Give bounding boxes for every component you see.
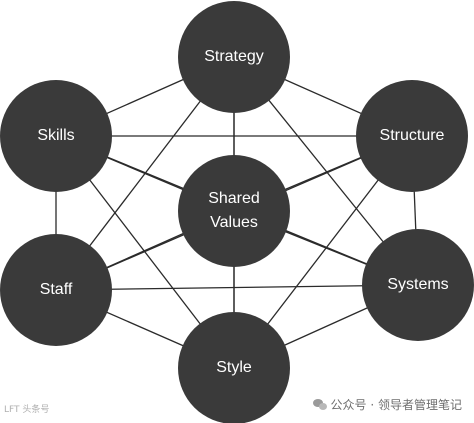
wechat-icon [312,399,327,410]
node-structure-circle [356,80,468,192]
node-staff: Staff [0,234,112,346]
node-style-circle [178,312,290,423]
node-skills-circle [0,80,112,192]
watermark-source-text: 公众号 · 领导者管理笔记 [330,398,462,412]
watermark-corner-mark: LFT 头条号 [4,405,50,415]
node-strategy-circle [178,1,290,113]
node-staff-circle [0,234,112,346]
node-shared-values-circle [178,155,290,267]
node-style-label: Style [216,359,252,376]
node-strategy: Strategy [178,1,290,113]
node-shared-values-label-line-2: Values [210,214,258,231]
node-systems-label: Systems [387,276,448,293]
node-systems: Systems [362,229,474,341]
node-strategy-label: Strategy [204,48,264,65]
watermark-source: 公众号 · 领导者管理笔记 [312,396,462,413]
node-style: Style [178,312,290,423]
node-structure: Structure [356,80,468,192]
node-shared-values: Shared Values [178,155,290,267]
node-skills-label: Skills [37,127,74,144]
node-staff-label: Staff [40,281,73,298]
node-skills: Skills [0,80,112,192]
edge-systems-staff [55,284,419,291]
node-shared-values-label-line-1: Shared [208,190,260,207]
node-systems-circle [362,229,474,341]
node-structure-label: Structure [380,127,445,144]
